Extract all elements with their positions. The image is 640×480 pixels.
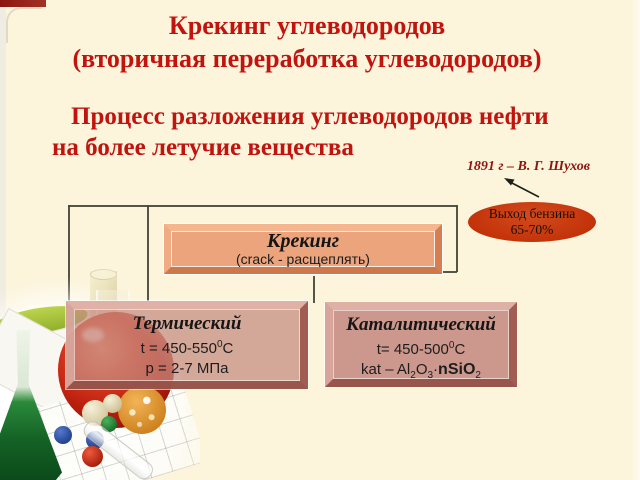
cracking-box: Крекинг (crack - расщеплять) — [164, 224, 442, 274]
slide-rounded-corner — [6, 7, 42, 43]
slide-title: Крекинг углеводородов (вторичная перераб… — [0, 9, 614, 75]
catalytic-box-title: Каталитический — [346, 314, 496, 335]
blue-ball — [54, 426, 72, 444]
frame-right-strip — [630, 0, 640, 480]
thermal-temp: t = 450-5500C — [140, 339, 234, 357]
connector-mid — [147, 205, 149, 302]
slide-title-line2: (вторичная переработка углеводородов) — [72, 44, 542, 73]
connector-to-catalytic — [313, 276, 315, 303]
thermal-box-title: Термический — [132, 313, 242, 334]
arrow-icon — [504, 178, 540, 198]
yield-line1: Выход бензина — [488, 206, 576, 221]
connector-bottom-right — [440, 271, 457, 273]
connector-left — [68, 205, 70, 302]
attribution-text: 1891 г – В. Г. Шухов — [466, 159, 590, 174]
lead-line1: Процесс разложения углеводородов нефти — [71, 103, 549, 130]
cream-ball-small — [103, 394, 122, 413]
cracking-box-title: Крекинг — [266, 230, 340, 252]
thermal-pressure: p = 2-7 МПа — [145, 360, 229, 377]
lead-paragraph: Процесс разложения углеводородов нефти н… — [52, 101, 612, 163]
test-tube-rim — [90, 269, 117, 280]
frame-left-strip — [0, 0, 6, 480]
frame-red-strip — [0, 0, 46, 7]
red-ball — [82, 446, 103, 467]
catalytic-box: Каталитический t= 450-5000C kat – Al2O3·… — [325, 302, 517, 387]
connector-top — [68, 205, 457, 207]
yield-line2: 65-70% — [510, 222, 554, 237]
lead-line2: на более летучие вещества — [52, 134, 354, 161]
cracking-box-subtitle: (crack - расщеплять) — [236, 251, 370, 267]
slide-title-line1: Крекинг углеводородов — [168, 11, 446, 40]
catalytic-formula: kat – Al2O3·nSiO2 — [361, 361, 481, 381]
catalytic-temp: t= 450-5000C — [376, 340, 466, 358]
thermal-box: Термический t = 450-5500C p = 2-7 МПа — [66, 301, 308, 389]
connector-right — [456, 205, 458, 272]
yield-badge: Выход бензина 65-70% — [468, 202, 596, 242]
orange-speckled-ball — [118, 386, 166, 434]
